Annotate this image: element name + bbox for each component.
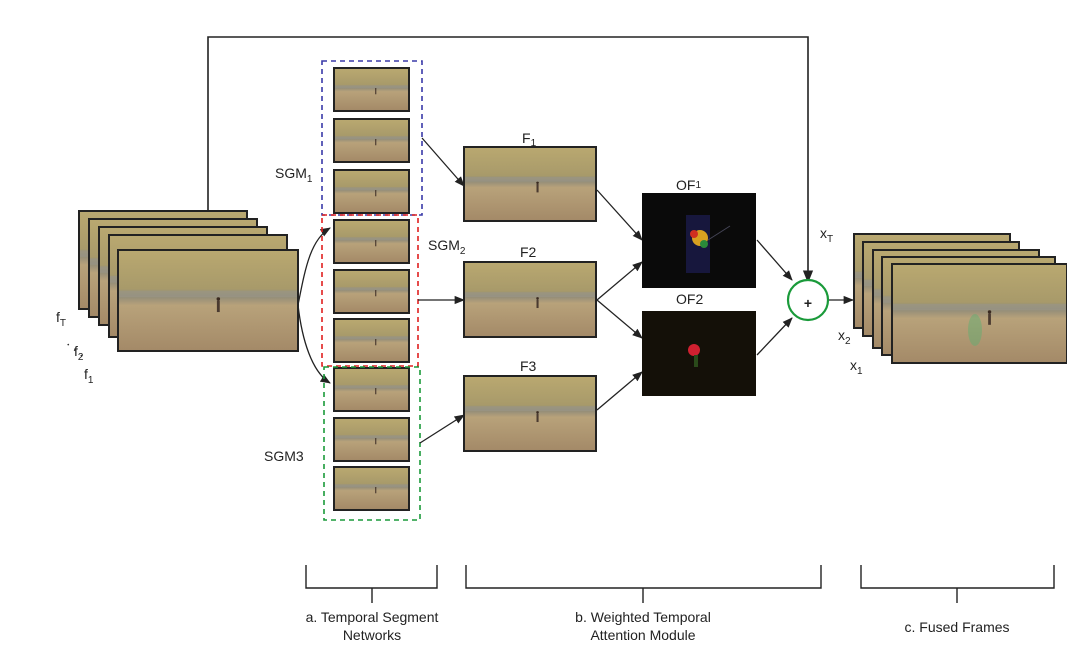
frame-label-f2: f2	[74, 343, 84, 363]
section-a-line2: Networks	[343, 627, 401, 643]
of1-label: OF1	[676, 177, 701, 193]
frame-label-fT: fT	[56, 309, 66, 329]
optical-flow-1	[642, 193, 756, 288]
f3-to-of2-arrow	[596, 371, 643, 411]
sgm1-box	[321, 60, 423, 216]
sgm3-to-f3-arrow	[419, 414, 465, 444]
of2-label: OF2	[676, 291, 703, 307]
f3-label: F3	[520, 358, 537, 374]
output-label-x1: x1	[850, 357, 863, 377]
segment-frames	[333, 67, 410, 511]
output-frame-stack	[853, 233, 1067, 364]
of2-to-fusion-arrow	[756, 317, 793, 356]
f2-label: F2	[520, 244, 537, 260]
input-to-sgm2-arrow	[297, 227, 331, 306]
bracket-a	[305, 565, 438, 603]
sgm3-box	[323, 366, 421, 521]
feature-frames	[463, 146, 597, 452]
sgm1-label: SGM1	[275, 165, 313, 185]
input-to-sgm3-arrow	[297, 304, 331, 384]
bracket-c	[860, 565, 1055, 603]
section-b-line2: Attention Module	[590, 627, 695, 643]
output-label-x2: x2	[838, 327, 851, 347]
section-b-line1: b. Weighted Temporal	[575, 609, 711, 625]
f2-to-of2-arrow	[596, 299, 643, 339]
bracket-b	[465, 565, 822, 603]
fusion-plus-icon: +	[804, 295, 812, 311]
f1-label: F1	[522, 130, 537, 149]
f1-to-of1-arrow	[596, 189, 643, 241]
sgm1-to-f1-arrow	[421, 137, 465, 187]
output-label-xT: xT	[820, 225, 833, 245]
sgm2-label: SGM2	[428, 237, 466, 257]
f2-to-of1-arrow	[596, 261, 643, 301]
sgm2-box	[321, 214, 419, 367]
frame-label-f1: f1	[84, 366, 94, 386]
input-frame-stack	[78, 210, 299, 352]
section-c-line1: c. Fused Frames	[904, 619, 1009, 635]
of1-to-fusion-arrow	[756, 239, 793, 281]
optical-flow-2	[642, 311, 756, 396]
skip-connection-arrow	[207, 36, 814, 284]
section-a-line1: a. Temporal Segment	[306, 609, 439, 625]
sgm3-label: SGM3	[264, 448, 304, 464]
fusion-node	[786, 278, 830, 322]
